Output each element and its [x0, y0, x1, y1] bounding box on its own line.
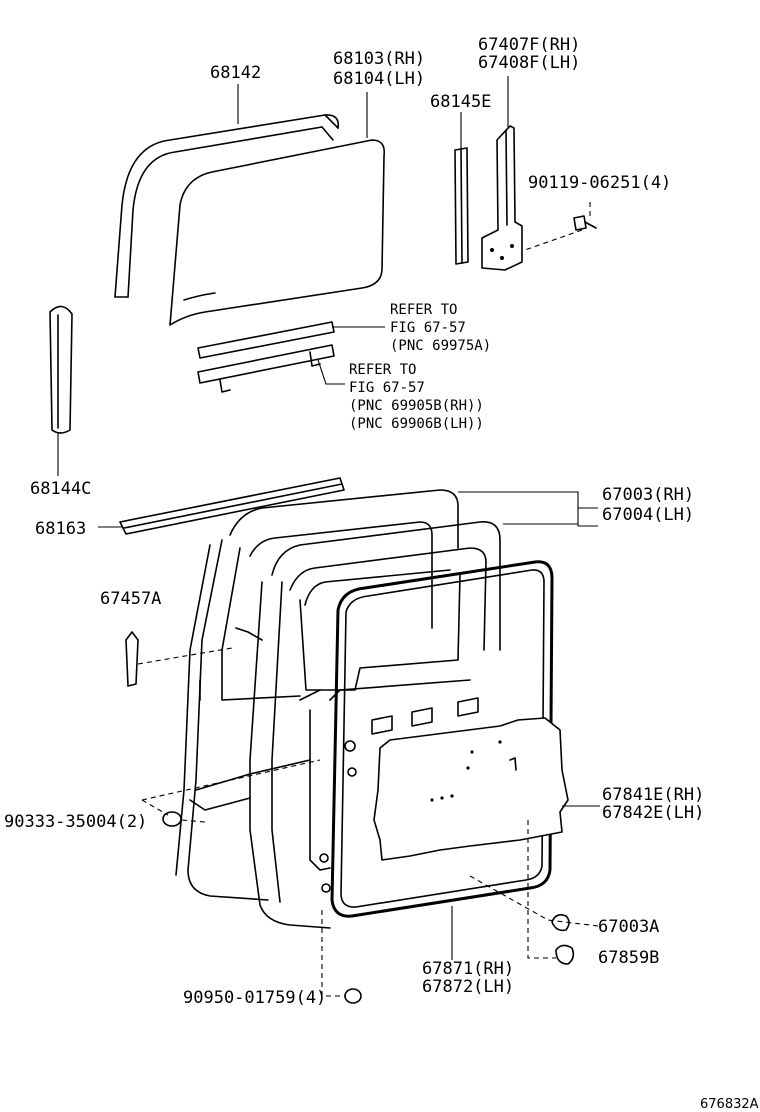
- door-opening-weatherstrip-part: [330, 560, 554, 918]
- label-90333[interactable]: 90333-35004(2): [4, 812, 147, 832]
- label-67003a[interactable]: 67003A: [598, 917, 659, 937]
- door-panel-part: [175, 489, 459, 901]
- division-bar-part: [481, 125, 523, 271]
- label-67004[interactable]: 67004(LH): [602, 505, 694, 525]
- door-glass-part: [169, 139, 386, 326]
- label-refer2-line1: REFER TO: [349, 362, 416, 378]
- label-67859b[interactable]: 67859B: [598, 948, 659, 968]
- plug-90950: [344, 988, 362, 1004]
- label-67871[interactable]: 67871(RH): [422, 959, 514, 979]
- label-68142[interactable]: 68142: [210, 63, 261, 83]
- leader-lines: [57, 76, 600, 960]
- service-hole-cover-part: [373, 717, 569, 861]
- window-run-channel-part: [114, 114, 340, 298]
- label-68104[interactable]: 68104(LH): [333, 69, 425, 89]
- label-67842e[interactable]: 67842E(LH): [602, 803, 704, 823]
- door-frame-part: [249, 521, 501, 929]
- label-refer2-line4: (PNC 69906B(LH)): [349, 416, 484, 432]
- label-refer1-line2[interactable]: FIG 67-57: [390, 320, 466, 336]
- label-90119[interactable]: 90119-06251(4): [528, 173, 671, 193]
- label-68144c[interactable]: 68144C: [30, 479, 91, 499]
- label-refer2-line2[interactable]: FIG 67-57: [349, 380, 425, 396]
- label-67841e[interactable]: 67841E(RH): [602, 785, 704, 805]
- clip-67457a: [125, 631, 139, 687]
- belt-weatherstrip-outer-part: [197, 321, 335, 359]
- outer-belt-strip-part: [119, 477, 345, 535]
- label-67003[interactable]: 67003(RH): [602, 485, 694, 505]
- screw-part: [573, 215, 597, 231]
- dashed-guides: [137, 202, 599, 997]
- label-68163[interactable]: 68163: [35, 519, 86, 539]
- label-67457a[interactable]: 67457A: [100, 589, 161, 609]
- glass-channel-part: [454, 147, 469, 265]
- label-67408f[interactable]: 67408F(LH): [478, 53, 580, 73]
- label-90950[interactable]: 90950-01759(4): [183, 988, 326, 1008]
- hole-plug-90333: [162, 811, 182, 827]
- part-labels: 68142 68103(RH) 68104(LH) 67407F(RH) 674…: [4, 35, 759, 1112]
- label-68103[interactable]: 68103(RH): [333, 49, 425, 69]
- plug-67859b: [555, 944, 575, 965]
- figure-id: 676832A: [700, 1097, 759, 1112]
- label-refer1-line1: REFER TO: [390, 302, 457, 318]
- label-refer1-line3: (PNC 69975A): [390, 338, 491, 354]
- label-67872[interactable]: 67872(LH): [422, 977, 514, 997]
- belt-weatherstrip-inner-part: [197, 344, 335, 393]
- label-67407f[interactable]: 67407F(RH): [478, 35, 580, 55]
- rear-vertical-strip-part: [49, 305, 73, 434]
- label-68145e[interactable]: 68145E: [430, 92, 491, 112]
- label-refer2-line3: (PNC 69905B(RH)): [349, 398, 484, 414]
